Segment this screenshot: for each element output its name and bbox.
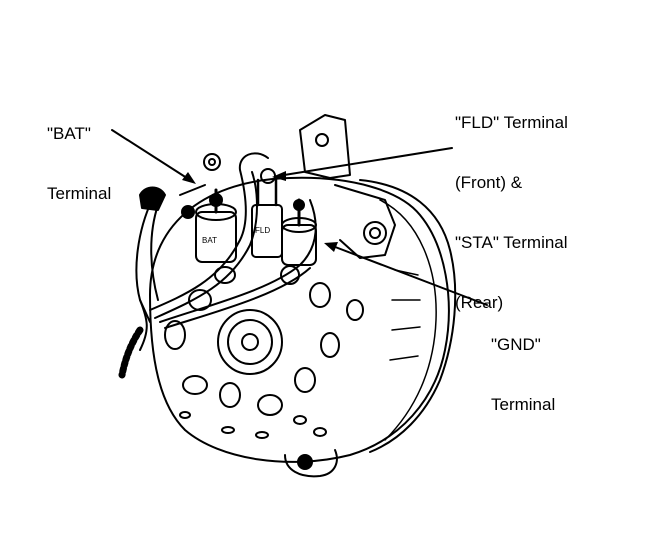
fld-sta-leader-line xyxy=(277,147,453,177)
bat-arrowhead xyxy=(182,172,196,184)
bat-label-line1: "BAT" xyxy=(47,124,91,143)
bearing-boss xyxy=(217,309,283,375)
vent-holes xyxy=(164,265,364,439)
wiring-harness xyxy=(135,152,317,351)
gnd-arrowhead xyxy=(324,242,338,252)
fld-label-line4: (Rear) xyxy=(455,293,504,312)
alternator-side-housing xyxy=(359,179,457,453)
bat-label-line2: Terminal xyxy=(47,184,112,203)
fld-label-line3: "STA" Terminal xyxy=(455,233,568,252)
fld-label-line1: "FLD" Terminal xyxy=(455,113,568,132)
fld-sta-terminal-label: "FLD" Terminal (Front) & "STA" Terminal … xyxy=(455,73,568,353)
leader-lines xyxy=(111,129,488,306)
wire-conduit xyxy=(118,326,144,379)
fld-post-mark: FLD xyxy=(255,226,270,235)
gnd-label-line1: "GND" xyxy=(491,335,541,354)
gnd-leader-line xyxy=(329,244,488,306)
bat-connector-boot xyxy=(139,186,166,211)
mounting-bracket xyxy=(334,184,396,259)
bat-post-mark: BAT xyxy=(202,236,217,245)
alternator-body xyxy=(149,176,450,463)
fld-label-line2: (Front) & xyxy=(455,173,523,192)
bat-leader-line xyxy=(111,129,191,181)
gnd-label-line2: Terminal xyxy=(491,395,556,414)
pivot-foot xyxy=(284,449,338,478)
gnd-terminal-post xyxy=(281,198,317,266)
leader-arrowheads xyxy=(182,171,338,252)
bat-terminal-label: "BAT" Terminal xyxy=(47,84,111,244)
gnd-terminal-label: "GND" Terminal xyxy=(491,295,555,455)
fld-sta-arrowhead xyxy=(272,171,286,181)
bat-terminal-post xyxy=(195,188,237,263)
